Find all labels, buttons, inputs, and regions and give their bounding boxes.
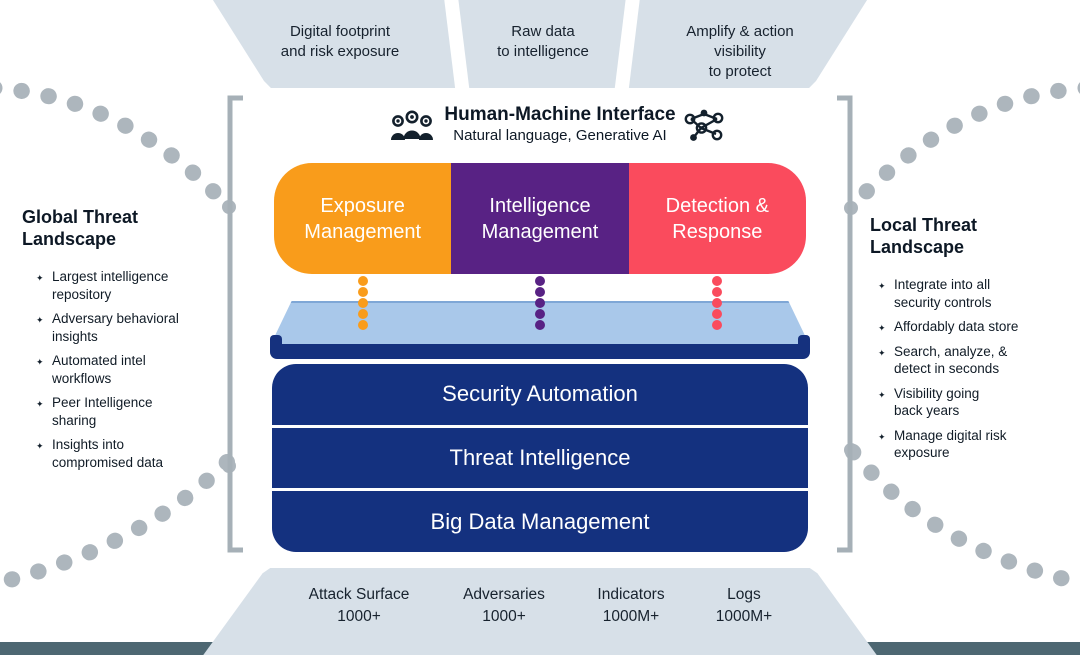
stat-logs: Logs 1000M+: [716, 584, 772, 628]
list-item-text: Affordably data store: [894, 319, 1019, 334]
top-banner-segment: Digital footprint and risk exposure: [280, 23, 400, 60]
stat-label: Adversaries: [463, 586, 545, 603]
stat-adversaries: Adversaries 1000+: [463, 584, 545, 628]
layer-big-data-management: Big Data Management: [272, 491, 808, 552]
dotted-arc-top-right: [851, 80, 1080, 207]
stat-attack-surface: Attack Surface 1000+: [309, 584, 410, 628]
banner-divider: [442, 0, 472, 88]
bracket-node: [844, 443, 858, 457]
hmi-subtitle: Natural language, Generative AI: [453, 127, 667, 144]
list-item-text: Search, analyze, & detect in seconds: [894, 343, 1008, 377]
local-threat-landscape-panel: Local Threat Landscape ✦ Integrate into a…: [870, 214, 1062, 469]
stat-value: 1000M+: [715, 608, 773, 625]
dotted-arc-bottom-right: [845, 444, 1080, 591]
connector-dots-intelligence: [535, 276, 545, 330]
list-item-text: Largest intelligence repository: [52, 269, 169, 302]
layer-security-automation: Security Automation: [272, 364, 808, 425]
list-item: ✦ Largest intelligence repository: [36, 268, 200, 303]
bullet-icon: ✦: [36, 441, 44, 451]
top-banner-segment: Raw data to intelligence: [497, 23, 589, 60]
list-item: ✦ Insights into compromised data: [36, 436, 200, 471]
pillar-detection-response: Detection & Response: [628, 163, 806, 274]
left-bracket: [227, 95, 243, 553]
bracket-node: [844, 201, 858, 215]
bullet-icon: ✦: [36, 315, 44, 325]
bottom-stats-banner: Attack Surface 1000+ Adversaries 1000+ I…: [203, 568, 877, 655]
connector-dots-exposure: [358, 276, 368, 330]
panel-title: Local Threat Landscape: [870, 215, 978, 257]
dotted-arc-top-left: [0, 80, 229, 207]
bullet-icon: ✦: [878, 323, 886, 333]
bracket-node: [222, 459, 236, 473]
network-nodes-icon: [684, 109, 724, 141]
stat-value: 1000+: [482, 608, 526, 625]
people-group-icon: [391, 110, 433, 140]
bullet-icon: ✦: [878, 281, 886, 291]
panel-list: ✦ Integrate into all security controls ✦ A…: [878, 276, 1062, 462]
stat-indicators: Indicators 1000M+: [597, 584, 664, 628]
list-item-text: Manage digital risk exposure: [894, 427, 1007, 461]
stat-label: Indicators: [597, 586, 665, 603]
layer-threat-intelligence: Threat Intelligence: [272, 427, 808, 489]
stat-value: 1000M+: [602, 608, 660, 625]
list-item: ✦ Manage digital risk exposure: [878, 427, 1062, 462]
bullet-icon: ✦: [36, 273, 44, 283]
bullet-icon: ✦: [878, 431, 886, 442]
list-item: ✦ Affordably data store: [878, 318, 1062, 336]
platform-layers-stack: Security Automation Threat Intelligence …: [272, 364, 808, 552]
right-bracket: [837, 95, 853, 553]
stat-value: 1000+: [337, 608, 381, 625]
banner-divider: [612, 0, 642, 88]
pillars-row: Exposure Management Intelligence Managem…: [274, 163, 806, 274]
stat-label: Attack Surface: [308, 586, 410, 603]
bracket-node: [222, 200, 236, 214]
global-threat-landscape-panel: Global Threat Landscape ✦ Largest intelli…: [22, 206, 200, 478]
top-banner-segment: Amplify & action visibility to protect: [686, 23, 794, 80]
list-item: ✦ Automated intel workflows: [36, 352, 200, 387]
list-item: ✦ Peer Intelligence sharing: [36, 394, 200, 429]
bullet-icon: ✦: [878, 347, 886, 358]
human-machine-interface-heading: Human-Machine Interface Natural language…: [390, 103, 730, 145]
connector-dots-detection: [712, 276, 722, 330]
pillar-exposure-management: Exposure Management: [274, 163, 452, 274]
list-item: ✦ Visibility going back years: [878, 385, 1062, 420]
list-item: ✦ Integrate into all security controls: [878, 276, 1062, 311]
bullet-icon: ✦: [36, 357, 44, 367]
list-item-text: Visibility going back years: [894, 385, 980, 419]
bullet-icon: ✦: [36, 399, 44, 409]
panel-title: Global Threat Landscape: [22, 207, 139, 249]
list-item: ✦ Search, analyze, & detect in seconds: [878, 343, 1062, 378]
list-item-text: Integrate into all security controls: [894, 277, 992, 310]
pillar-intelligence-management: Intelligence Management: [451, 163, 629, 274]
stat-label: Logs: [727, 586, 761, 603]
list-item-text: Insights into compromised data: [52, 437, 164, 470]
top-banner: Digital footprint and risk exposure Raw …: [212, 0, 868, 88]
list-item: ✦ Adversary behavioral insights: [36, 310, 200, 345]
bullet-icon: ✦: [878, 389, 886, 400]
panel-list: ✦ Largest intelligence repository ✦ Advers…: [36, 268, 200, 471]
list-item-text: Automated intel workflows: [52, 353, 146, 386]
hmi-title: Human-Machine Interface: [444, 104, 676, 125]
list-item-text: Peer Intelligence sharing: [52, 395, 153, 428]
list-item-text: Adversary behavioral insights: [52, 311, 179, 344]
platform-tray-edge: [270, 344, 810, 359]
dotted-arc-bottom-left: [0, 454, 235, 591]
